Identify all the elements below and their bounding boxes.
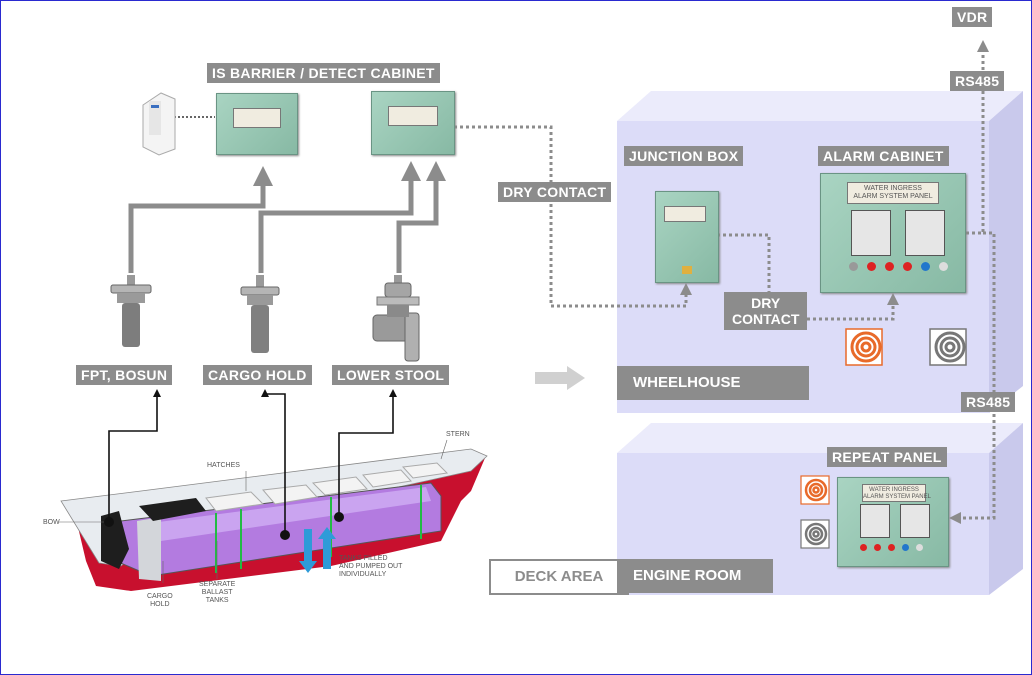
alarm-panel-title-2: ALARM SYSTEM PANEL bbox=[853, 193, 933, 200]
vdr-label: VDR bbox=[952, 7, 993, 27]
fpt-bosun-label: FPT, BOSUN bbox=[76, 365, 173, 385]
ship-ballast-line-2: BALLAST bbox=[201, 589, 233, 596]
repeat-panel-label: REPEAT PANEL bbox=[827, 447, 947, 467]
engine-room-label: ENGINE ROOM bbox=[617, 559, 773, 593]
ship-tanks-line-1: TANKS FILLED bbox=[339, 555, 388, 562]
dry-contact-label-2: DRY CONTACT bbox=[724, 292, 808, 330]
alarm-panel-title-1: WATER INGRESS bbox=[864, 185, 922, 192]
lower-stool-label: LOWER STOOL bbox=[332, 365, 450, 385]
repeat-button[interactable] bbox=[916, 544, 923, 551]
ship-stern-text: STERN bbox=[446, 431, 470, 438]
ship-bow-text: BOW bbox=[43, 519, 60, 526]
sensor-wiring bbox=[128, 161, 446, 273]
repeat-button[interactable] bbox=[860, 544, 867, 551]
alarm-display-left bbox=[851, 210, 891, 256]
cargo-hold-label: CARGO HOLD bbox=[203, 365, 312, 385]
sensor-location-dots bbox=[104, 512, 344, 540]
ship-cargo-hold-line-1: CARGO bbox=[147, 593, 173, 600]
sensor-probe-icon bbox=[240, 275, 280, 353]
ship-ballast-line-3: TANKS bbox=[205, 597, 229, 604]
barrier-module-icon bbox=[142, 92, 176, 156]
ship-tanks-line-3: INDIVIDUALLY bbox=[339, 571, 387, 578]
junction-box-cabinet bbox=[655, 191, 719, 283]
rs485-top-label: RS485 bbox=[950, 71, 1005, 91]
repeat-button[interactable] bbox=[888, 544, 895, 551]
ship-ballast-line-1: SEPARATE bbox=[199, 581, 236, 588]
alarm-button[interactable] bbox=[885, 262, 894, 271]
alarm-logo-icon bbox=[845, 328, 883, 366]
repeat-display-left bbox=[860, 504, 890, 538]
alarm-button[interactable] bbox=[939, 262, 948, 271]
rs485-mid-label: RS485 bbox=[961, 392, 1016, 412]
is-barrier-cabinet-2 bbox=[371, 91, 455, 155]
sensor-probe-icon bbox=[110, 275, 152, 347]
junction-box-tag bbox=[682, 266, 692, 274]
flow-arrow bbox=[535, 366, 585, 390]
alarm-logo-icon bbox=[800, 519, 830, 549]
alarm-button[interactable] bbox=[903, 262, 912, 271]
alarm-cabinet-panel: WATER INGRESS ALARM SYSTEM PANEL bbox=[820, 173, 966, 293]
dry-contact-line-1: DRY bbox=[751, 295, 781, 311]
alarm-cabinet-label: ALARM CABINET bbox=[818, 146, 949, 166]
alarm-logo-icon bbox=[800, 475, 830, 505]
repeat-button[interactable] bbox=[902, 544, 909, 551]
alarm-display-right bbox=[905, 210, 945, 256]
repeat-panel-cabinet: WATER INGRESS ALARM SYSTEM PANEL bbox=[837, 477, 949, 567]
junction-box-label: JUNCTION BOX bbox=[624, 146, 744, 166]
repeat-panel-title-1: WATER INGRESS bbox=[869, 487, 919, 493]
is-barrier-label: IS BARRIER / DETECT CABINET bbox=[207, 63, 440, 83]
repeat-panel-title-2: ALARM SYSTEM PANEL bbox=[863, 494, 931, 500]
flanged-sensor-icon bbox=[372, 275, 420, 362]
is-barrier-cabinet-1 bbox=[216, 93, 298, 155]
ship-cargo-hold-text: CARGO HOLD bbox=[147, 593, 173, 609]
alarm-button[interactable] bbox=[849, 262, 858, 271]
wheelhouse-label: WHEELHOUSE bbox=[617, 366, 809, 400]
alarm-button[interactable] bbox=[921, 262, 930, 271]
ship-hatches-text: HATCHES bbox=[207, 462, 240, 469]
ship-tanks-text: TANKS FILLED AND PUMPED OUT INDIVIDUALLY bbox=[339, 555, 402, 579]
ship-tanks-line-2: AND PUMPED OUT bbox=[339, 563, 403, 570]
ship-cargo-hold-line-2: HOLD bbox=[150, 601, 170, 608]
signal-wiring bbox=[454, 40, 996, 524]
repeat-button[interactable] bbox=[874, 544, 881, 551]
ship-cutaway bbox=[59, 439, 488, 591]
repeat-display-right bbox=[900, 504, 930, 538]
deck-area-label: DECK AREA bbox=[489, 559, 629, 595]
dry-contact-line-2: CONTACT bbox=[732, 311, 800, 327]
sensor-location-leaders bbox=[108, 389, 397, 534]
alarm-logo-icon bbox=[929, 328, 967, 366]
alarm-button[interactable] bbox=[867, 262, 876, 271]
ship-ballast-text: SEPARATE BALLAST TANKS bbox=[199, 581, 235, 605]
dry-contact-label: DRY CONTACT bbox=[498, 182, 612, 202]
